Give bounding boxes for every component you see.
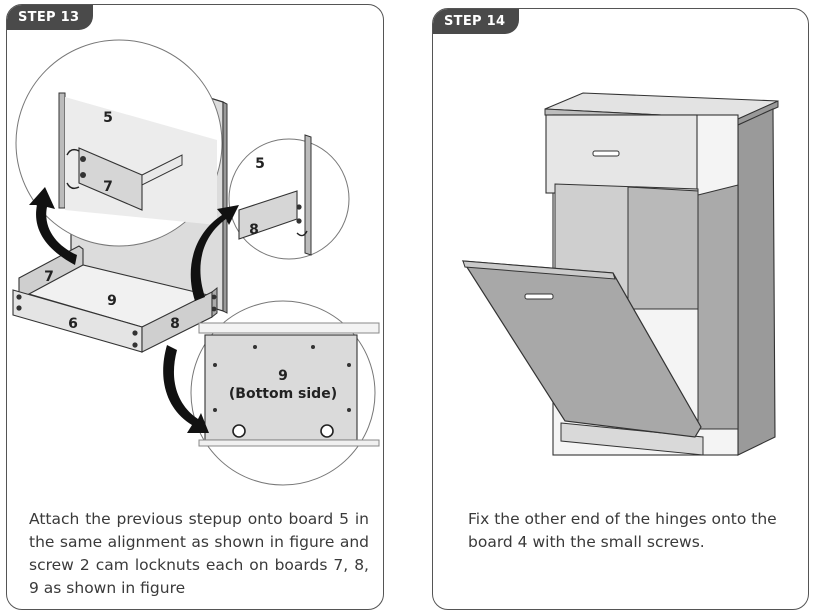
zoom-board-5-right-label: 5 <box>255 156 265 172</box>
board-7-label: 7 <box>44 269 54 285</box>
step-13-caption: Attach the previous stepup onto board 5 … <box>29 510 369 597</box>
step-13-tag: STEP 13 <box>7 5 94 30</box>
zoom-board-8-label: 8 <box>249 222 259 238</box>
drawer-front <box>545 114 698 194</box>
board-9-label: 9 <box>107 293 117 309</box>
bottom-side-label: (Bottom side) <box>229 386 337 402</box>
bottom-board-9-label: 9 <box>278 368 288 384</box>
zoom-board-7-label: 7 <box>103 179 113 195</box>
zoom-board-5-label: 5 <box>103 110 113 126</box>
detail-circle-board-8: 5 8 <box>228 134 350 260</box>
arrow-icon <box>29 187 239 433</box>
board-8-label: 8 <box>170 316 180 332</box>
detail-circle-board-7: 5 7 <box>15 39 223 247</box>
step-14-caption: Fix the other end of the hinges onto the… <box>468 510 777 551</box>
detail-circle-board-9-bottom: 9 (Bottom side) <box>190 300 380 486</box>
board-6-label: 6 <box>68 316 78 332</box>
step-13-panel: STEP 13 5 7 9 6 8 <box>6 4 384 610</box>
step-14-tag: STEP 14 <box>433 9 520 34</box>
step-14-panel: STEP 14 Fix the other end of the hinges … <box>432 8 809 610</box>
step-14-cabinet-illustration <box>461 92 779 456</box>
step-13-illustration: 5 7 9 6 8 5 7 <box>12 39 380 486</box>
